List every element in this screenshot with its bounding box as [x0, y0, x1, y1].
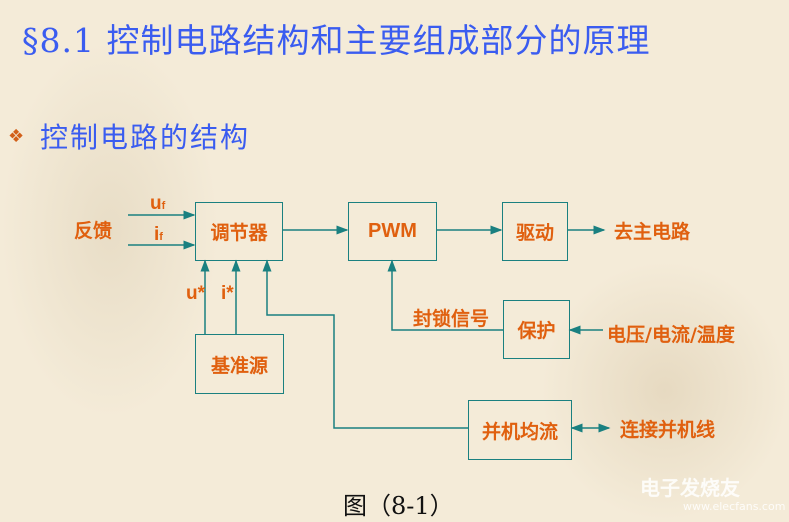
slide-title: §8.1 控制电路结构和主要组成部分的原理 — [22, 21, 651, 60]
if-main: i — [154, 224, 160, 245]
to-main-circuit-label: 去主电路 — [614, 221, 691, 243]
parallel-regulator-line — [262, 259, 468, 429]
reference-block: 基准源 — [195, 334, 284, 394]
diamond-bullet-icon: ❖ — [8, 126, 25, 147]
background-decoration — [540, 260, 789, 522]
parallel-line-label: 连接并机线 — [620, 419, 716, 441]
uf-label: uf — [150, 193, 165, 215]
feedback-label: 反馈 — [74, 220, 113, 242]
if-label: if — [154, 224, 163, 246]
slide-subtitle: 控制电路的结构 — [40, 121, 251, 154]
driver-block: 驱动 — [502, 202, 568, 261]
watermark-logo: 电子发烧友 — [640, 476, 740, 500]
figure-caption: 图（8-1） — [343, 492, 454, 520]
parallel-current-block: 并机均流 — [468, 400, 572, 460]
if-subscript: f — [159, 231, 163, 243]
regulator-block: 调节器 — [195, 202, 283, 261]
istar-label: i* — [221, 283, 234, 304]
background-decoration — [0, 40, 220, 420]
uf-subscript: f — [161, 200, 166, 212]
sensor-label: 电压/电流/温度 — [607, 324, 735, 346]
uf-main: u — [150, 193, 162, 214]
pwm-block: PWM — [348, 202, 437, 261]
lock-signal-label: 封锁信号 — [413, 308, 490, 330]
ustar-label: u* — [186, 283, 205, 304]
protection-block: 保护 — [503, 300, 570, 359]
lock-signal-line — [387, 259, 503, 331]
watermark-url: www.elecfans.com — [683, 500, 786, 513]
